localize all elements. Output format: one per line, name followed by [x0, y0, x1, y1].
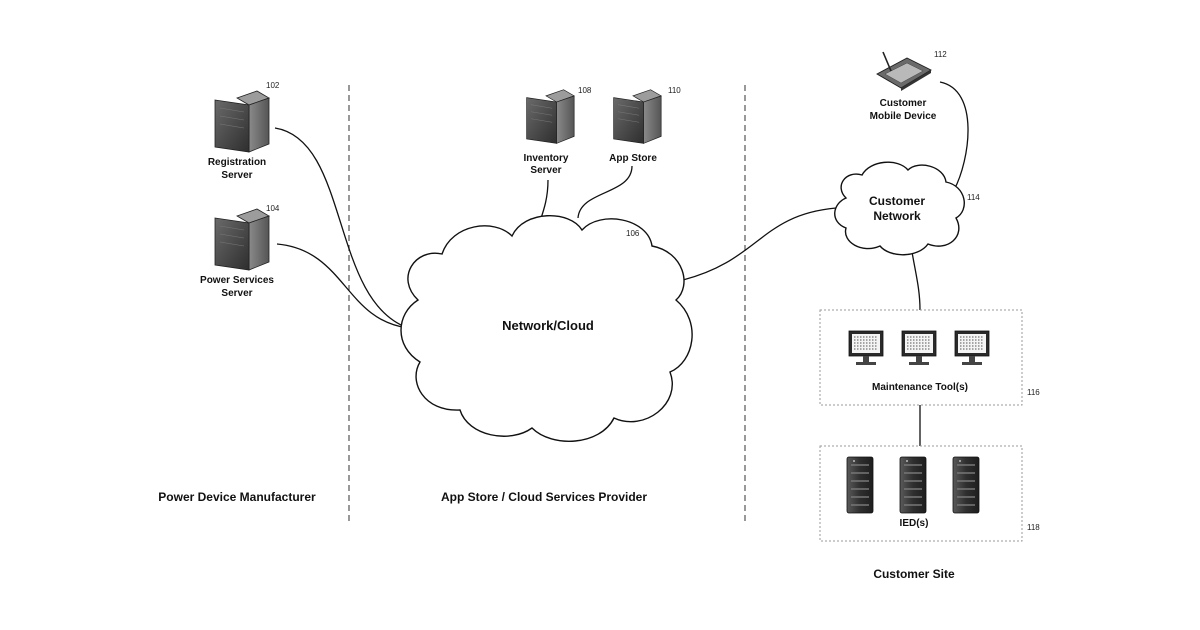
customer-mobile-label-line2: Mobile Device [870, 111, 937, 122]
link-customer-network-to-tools [912, 252, 920, 310]
power-services-server-ref: 104 [266, 204, 280, 213]
customer-network-ref: 114 [967, 193, 980, 202]
ieds-label: IED(s) [900, 518, 929, 529]
power-services-server-label-line1: Power Services [200, 275, 274, 286]
section-label-manufacturer: Power Device Manufacturer [158, 490, 316, 504]
customer-network-label-line1: Customer [869, 194, 925, 208]
app-store-server-icon [614, 90, 662, 144]
customer-network-label-line2: Network [873, 209, 921, 223]
server-rack-icon [847, 457, 873, 513]
link-app-store-to-cloud [578, 166, 632, 218]
maintenance-tools-ref: 116 [1027, 388, 1040, 397]
server-rack-icon [953, 457, 979, 513]
app-store-label: App Store [609, 153, 657, 164]
inventory-server-ref: 108 [578, 86, 592, 95]
customer-mobile-ref: 112 [934, 50, 947, 59]
registration-server-ref: 102 [266, 81, 280, 90]
app-store-ref: 110 [668, 86, 681, 95]
link-mobile-to-customer-network [940, 82, 968, 190]
inventory-server-label-line2: Server [530, 165, 561, 176]
link-cloud-to-customer-network [683, 208, 836, 280]
maintenance-tools-label: Maintenance Tool(s) [872, 382, 968, 393]
link-power-services-to-cloud [277, 244, 408, 328]
server-rack-icon [900, 457, 926, 513]
section-label-provider: App Store / Cloud Services Provider [441, 490, 647, 504]
inventory-server-label-line1: Inventory [523, 153, 568, 164]
network-cloud-label: Network/Cloud [502, 318, 594, 333]
section-label-customer-site: Customer Site [873, 567, 955, 581]
monitor-icon [955, 331, 989, 365]
registration-server-label-line2: Server [221, 170, 252, 181]
inventory-server-icon [527, 90, 575, 144]
power-services-server-label-line2: Server [221, 288, 252, 299]
power-services-server-icon [215, 209, 269, 270]
link-registration-to-cloud [275, 128, 408, 328]
tablet-icon [877, 52, 931, 91]
monitor-icon [849, 331, 883, 365]
network-cloud-ref: 106 [626, 229, 640, 238]
registration-server-label-line1: Registration [208, 157, 266, 168]
customer-mobile-label-line1: Customer [880, 98, 927, 109]
ieds-ref: 118 [1027, 523, 1040, 532]
registration-server-icon [215, 91, 269, 152]
monitor-icon [902, 331, 936, 365]
